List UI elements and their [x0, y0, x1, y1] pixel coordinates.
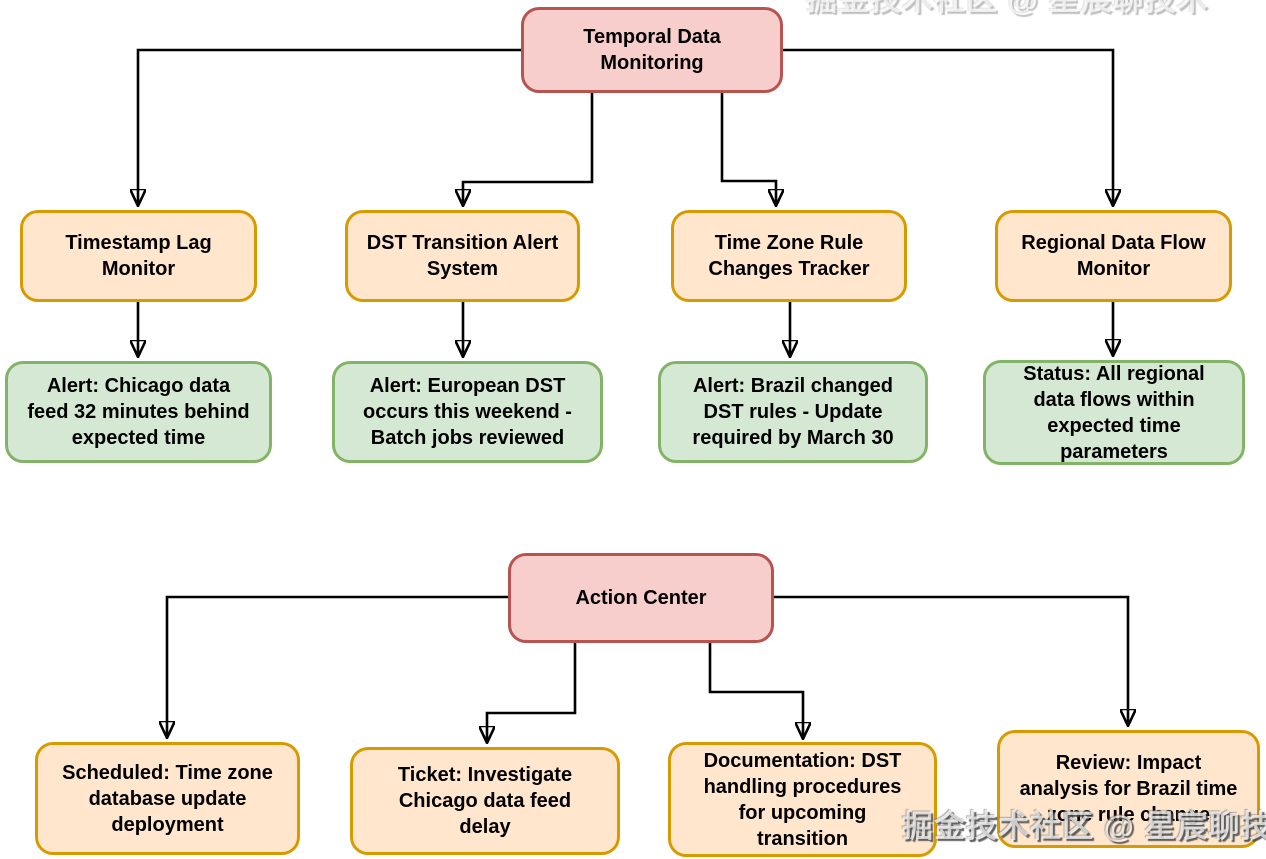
- node-alert-chicago-data-feed: Alert: Chicago data feed 32 minutes behi…: [5, 361, 272, 463]
- node-label: Regional Data Flow Monitor: [1021, 232, 1206, 280]
- node-label: Review: Impact analysis for Brazil time …: [1019, 752, 1238, 826]
- node-status-regional-data-flows: Status: All regional data flows within e…: [983, 360, 1245, 465]
- node-label: Temporal Data Monitoring: [583, 26, 721, 74]
- node-dst-transition-alert-system: DST Transition Alert System: [345, 210, 580, 302]
- node-label: Scheduled: Time zone database update dep…: [62, 761, 273, 836]
- node-label: Time Zone Rule Changes Tracker: [708, 232, 870, 280]
- node-label: Ticket: Investigate Chicago data feed de…: [397, 764, 573, 838]
- node-alert-brazil-dst-rules: Alert: Brazil changed DST rules - Update…: [658, 361, 928, 463]
- connector-root1-to-timezone-rule: [720, 90, 776, 204]
- node-action-center: Action Center: [508, 553, 774, 643]
- node-label: Alert: Brazil changed DST rules - Update…: [692, 375, 894, 449]
- connector-root1-to-timestamp-lag: [138, 48, 521, 204]
- node-label: Alert: European DST occurs this weekend …: [363, 375, 572, 449]
- node-label: DST Transition Alert System: [366, 232, 559, 280]
- node-documentation-dst-procedures: Documentation: DST handling procedures f…: [668, 742, 937, 857]
- node-review-impact-analysis: Review: Impact analysis for Brazil time …: [997, 730, 1260, 848]
- node-ticket-investigate-chicago: Ticket: Investigate Chicago data feed de…: [350, 747, 620, 855]
- node-label: Alert: Chicago data feed 32 minutes behi…: [27, 375, 250, 449]
- connector-root2-to-scheduled: [167, 595, 508, 736]
- connector-root2-to-review: [772, 595, 1128, 724]
- connector-root1-to-dst-transition: [463, 90, 594, 204]
- node-alert-european-dst: Alert: European DST occurs this weekend …: [332, 361, 603, 463]
- node-temporal-data-monitoring: Temporal Data Monitoring: [521, 7, 783, 93]
- node-timestamp-lag-monitor: Timestamp Lag Monitor: [20, 210, 257, 302]
- node-label: Documentation: DST handling procedures f…: [703, 749, 902, 850]
- node-label: Action Center: [575, 587, 707, 609]
- connector-root2-to-documentation: [708, 640, 803, 737]
- node-label: Timestamp Lag Monitor: [65, 232, 212, 280]
- connector-root2-to-ticket: [487, 640, 577, 741]
- node-time-zone-rule-changes-tracker: Time Zone Rule Changes Tracker: [671, 210, 907, 302]
- node-label: Status: All regional data flows within e…: [1023, 362, 1205, 463]
- node-regional-data-flow-monitor: Regional Data Flow Monitor: [995, 210, 1232, 302]
- connector-root1-to-regional-flow: [783, 48, 1113, 204]
- node-scheduled-timezone-db-update: Scheduled: Time zone database update dep…: [35, 742, 300, 855]
